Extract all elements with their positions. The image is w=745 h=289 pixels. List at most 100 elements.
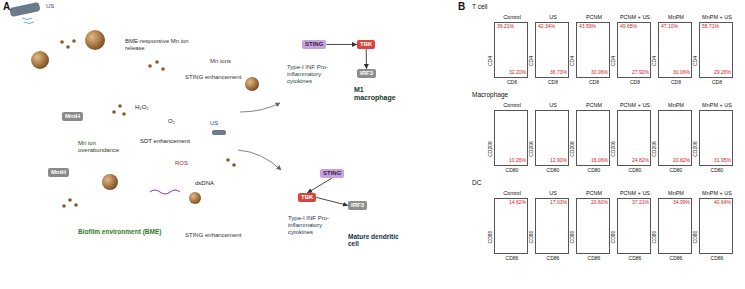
row-title: DC <box>472 179 481 186</box>
bacterium-cell: Mn ion overabundance <box>55 90 260 220</box>
text-holder: CD80 <box>696 227 709 245</box>
gate-line <box>512 32 513 69</box>
axis-label: CD80 <box>488 231 494 244</box>
text-holder: PCNM + US <box>614 190 656 196</box>
percentage-value: 24.82% <box>632 158 649 164</box>
signal-arrow <box>238 103 281 170</box>
text-holder: 32.20% <box>509 70 526 76</box>
bacterium-cell-shape <box>57 92 257 218</box>
cell-population <box>710 139 716 146</box>
text-holder: 30.06% <box>673 70 690 76</box>
text-holder: CD206 <box>532 139 548 157</box>
ultrasound-probe <box>9 2 40 24</box>
density-plot <box>700 199 734 255</box>
cell-population <box>500 39 509 47</box>
percentage-value: 30.06% <box>591 70 608 76</box>
text-holder: MnPM <box>655 102 697 108</box>
axis-label: CD80 <box>536 168 570 174</box>
flow-plot: PCNM43.59%30.06%CD4CD8 <box>576 22 610 78</box>
flow-plot: MnPM + US55.71%29.26%CD4CD8 <box>699 22 733 78</box>
cell-population <box>621 132 639 154</box>
cell-population <box>668 139 674 146</box>
row-title: T cell <box>472 3 487 10</box>
biofilm-region-shape <box>15 29 304 281</box>
box-label: MntH <box>51 169 66 176</box>
gate-line <box>619 51 651 52</box>
sting-box: STING <box>320 169 344 178</box>
text-holder: CD4 <box>655 51 665 69</box>
percentage-value: 37.21% <box>632 200 649 206</box>
cell-population <box>541 228 553 241</box>
flow-plot: MnPM34.99%CD80CD86 <box>658 198 692 254</box>
gate-line <box>619 139 651 140</box>
text-holder: PCNM + US <box>614 14 656 20</box>
macrophage-cell-shape <box>266 18 429 127</box>
cell-population <box>542 39 551 47</box>
flow-plot: US42.34%36.73%CD4CD8 <box>535 22 569 78</box>
axis-label: CD80 <box>693 231 699 244</box>
text-holder: Type-I INF Pro-inflammatory cytokines <box>287 64 345 85</box>
dendritic-cell-outline <box>248 143 443 283</box>
column-header: MnPM <box>655 102 697 108</box>
column-header: PCNM <box>573 14 615 20</box>
label-holder: US <box>210 120 218 127</box>
small-probe <box>212 130 226 135</box>
cell-population <box>641 61 645 64</box>
axis-label: CD206 <box>652 141 658 157</box>
axis-label: CD80 <box>495 168 529 174</box>
text-holder: CD86 <box>536 256 570 262</box>
cell-population <box>680 60 688 67</box>
cell-label: M1 macrophage <box>354 86 400 102</box>
cell-population <box>544 41 549 45</box>
percentage-value: 10.26% <box>509 158 526 164</box>
gate-line <box>717 120 718 157</box>
text-holder: CD86 <box>495 256 529 262</box>
axis-label: CD8 <box>659 80 693 86</box>
flow-plot: Control39.21%32.20%CD4CD8 <box>494 22 528 78</box>
column-header: Control <box>491 14 533 20</box>
column-header: US <box>532 102 574 108</box>
cell-population <box>678 58 690 68</box>
column-header: MnPM + US <box>696 14 738 20</box>
axis-label: CD86 <box>618 256 652 262</box>
cell-population <box>627 139 633 146</box>
text-holder: CD8 <box>536 80 570 86</box>
percentage-value: 16.06% <box>591 158 608 164</box>
cell-population <box>710 232 716 239</box>
gate-line <box>578 227 610 228</box>
cell-population <box>513 58 525 68</box>
axis-label: CD86 <box>577 256 611 262</box>
text-holder: 29.26% <box>714 70 731 76</box>
density-plot <box>577 199 611 255</box>
cell-population <box>503 139 509 146</box>
irf3-box: IRF3 <box>348 201 367 210</box>
axis-label: CD4 <box>529 56 535 66</box>
percentage-value: 40.64% <box>714 200 731 206</box>
text-holder: CD8 <box>700 80 734 86</box>
axis-label: CD80 <box>529 231 535 244</box>
text-holder: CD8 <box>495 80 529 86</box>
cell-population <box>503 232 509 239</box>
axis-label: CD206 <box>570 141 576 157</box>
cell-population <box>709 41 714 45</box>
flow-plot: PCNM + US24.82%CD206CD80 <box>617 110 651 166</box>
cell-population <box>541 136 553 151</box>
flow-plot: MnPM + US40.64%CD80CD86 <box>699 198 733 254</box>
text-holder: Mn ion overabundance <box>78 140 126 154</box>
cell-population <box>544 139 550 146</box>
macrophage-cell: M1 macrophage Type-I INF Pro-inflammatory… <box>262 14 432 129</box>
cell-population <box>720 58 732 68</box>
text-holder: Control <box>491 102 533 108</box>
gate-line <box>635 32 636 69</box>
cell-population <box>581 37 595 49</box>
cell-label: Mature dendritic cell <box>348 233 400 248</box>
text-holder: CD80 <box>495 168 529 174</box>
column-header: Control <box>491 190 533 196</box>
ultrasound-label: US <box>46 3 54 10</box>
text-holder: MnPM <box>655 14 697 20</box>
column-header: PCNM + US <box>614 14 656 20</box>
signal-arrow <box>307 178 332 193</box>
nanoparticle <box>31 30 259 204</box>
text-holder: CD8 <box>618 80 652 86</box>
text-holder: CD4 <box>573 51 583 69</box>
